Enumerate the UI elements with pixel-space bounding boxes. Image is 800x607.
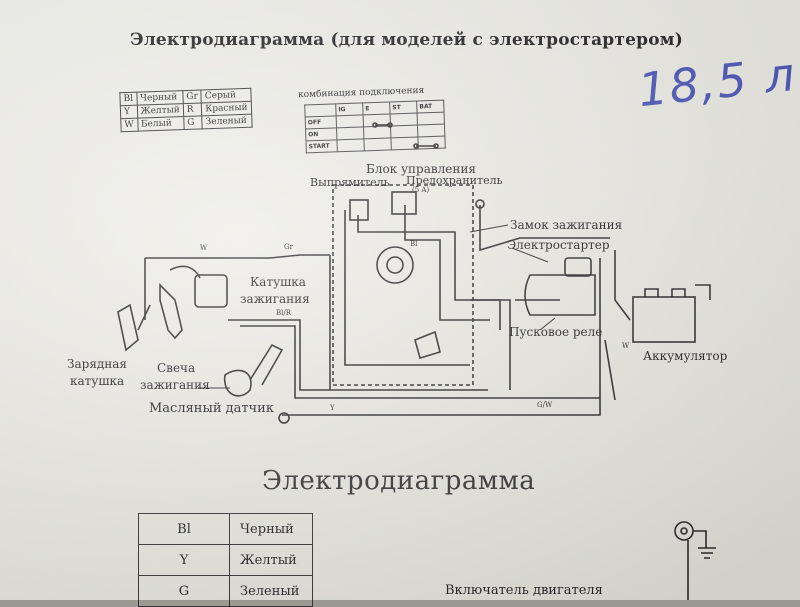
wire-gw [282, 258, 601, 416]
oil-sensor-shape [224, 369, 252, 397]
battery-terminals [644, 288, 686, 297]
wire-blr [228, 319, 488, 391]
fuse-terminal [475, 199, 485, 209]
starter-solenoid [564, 257, 592, 277]
control-unit-box [332, 184, 474, 386]
wire-color-legend-bottom: Bl Черный Y Желтый G Зеленый [138, 513, 313, 607]
wire-code: Bl [410, 240, 418, 248]
relay-shape [414, 330, 441, 360]
oil-sensor-arm [249, 343, 284, 386]
legend-row: G Зеленый [138, 575, 313, 607]
label-engine-switch: Включатель двигателя [445, 583, 603, 598]
coil-lead [169, 265, 201, 279]
ground-symbol [693, 530, 716, 559]
wire-code: W [622, 342, 630, 350]
legend-color: Желтый [229, 544, 313, 576]
switch-terminal-core [680, 527, 688, 535]
charging-coil-shape [117, 303, 139, 352]
legend-row: Bl Черный [138, 513, 313, 545]
ignition-lock-shape [376, 246, 414, 284]
wire-code: G/W [537, 401, 553, 409]
label-start-relay: Пусковое реле [509, 325, 603, 339]
fuse-shape [391, 191, 417, 215]
label-rectifier: Выпрямитель [310, 176, 390, 189]
wire-bl [357, 215, 511, 390]
ignition-coil-shape [194, 274, 228, 308]
legend-code: Bl [138, 513, 230, 545]
label-battery: Аккумулятор [643, 349, 728, 363]
label-ignition-lock: Замок зажигания [510, 218, 623, 232]
wire-fuse [404, 205, 490, 321]
wire-vertical-2 [344, 210, 470, 366]
wire-charging-2 [137, 304, 151, 331]
ignition-lock-core [386, 256, 404, 274]
label-starter: Электростартер [507, 238, 610, 252]
second-title: Электродиаграмма [262, 466, 536, 496]
label-ignition-coil-2: зажигания [240, 292, 310, 306]
label-fuse: Предохранитель [406, 174, 503, 187]
wire-harness-low [240, 325, 600, 399]
wire-code: Y [330, 404, 335, 412]
wire-battery-return [604, 339, 616, 401]
label-charging-coil-1: Зарядная [67, 357, 127, 371]
starter-shape [524, 274, 596, 316]
pointer-line [469, 224, 509, 233]
label-spark-plug-1: Свеча [157, 361, 196, 375]
rectifier-shape [349, 199, 369, 221]
switch-terminal-icon [674, 521, 694, 541]
combo-connections [372, 122, 439, 149]
label-oil-sensor: Масляный датчик [149, 401, 274, 416]
pointer-line [511, 247, 549, 263]
label-ignition-coil-1: Катушка [250, 275, 306, 289]
diagram-title: Электродиаграмма (для моделей с электрос… [130, 30, 683, 50]
pointer-line [539, 317, 556, 331]
battery-shape [632, 296, 696, 343]
wire-w [145, 254, 330, 259]
legend-color: Зеленый [229, 575, 313, 607]
legend-code: G [138, 575, 230, 607]
wire-ignition [479, 205, 610, 252]
spark-plug-shape [159, 283, 183, 340]
legend-row: Y Желтый [138, 544, 313, 576]
wire-code: Gr [284, 243, 293, 251]
wire-ground [695, 284, 711, 300]
legend-code: Y [138, 544, 230, 576]
ground-terminal [278, 412, 290, 424]
label-fuse-rating: (5 A) [412, 186, 430, 194]
label-charging-coil-2: катушка [70, 374, 125, 388]
legend-color: Черный [229, 513, 313, 545]
label-spark-plug-2: зажигания [140, 378, 210, 392]
wire-code: Bl/R [276, 309, 292, 317]
wire-relay [470, 299, 501, 330]
wire-code: W [200, 244, 208, 252]
wire-battery-pos [614, 250, 631, 321]
label-control-unit: Блок управления [366, 162, 476, 176]
